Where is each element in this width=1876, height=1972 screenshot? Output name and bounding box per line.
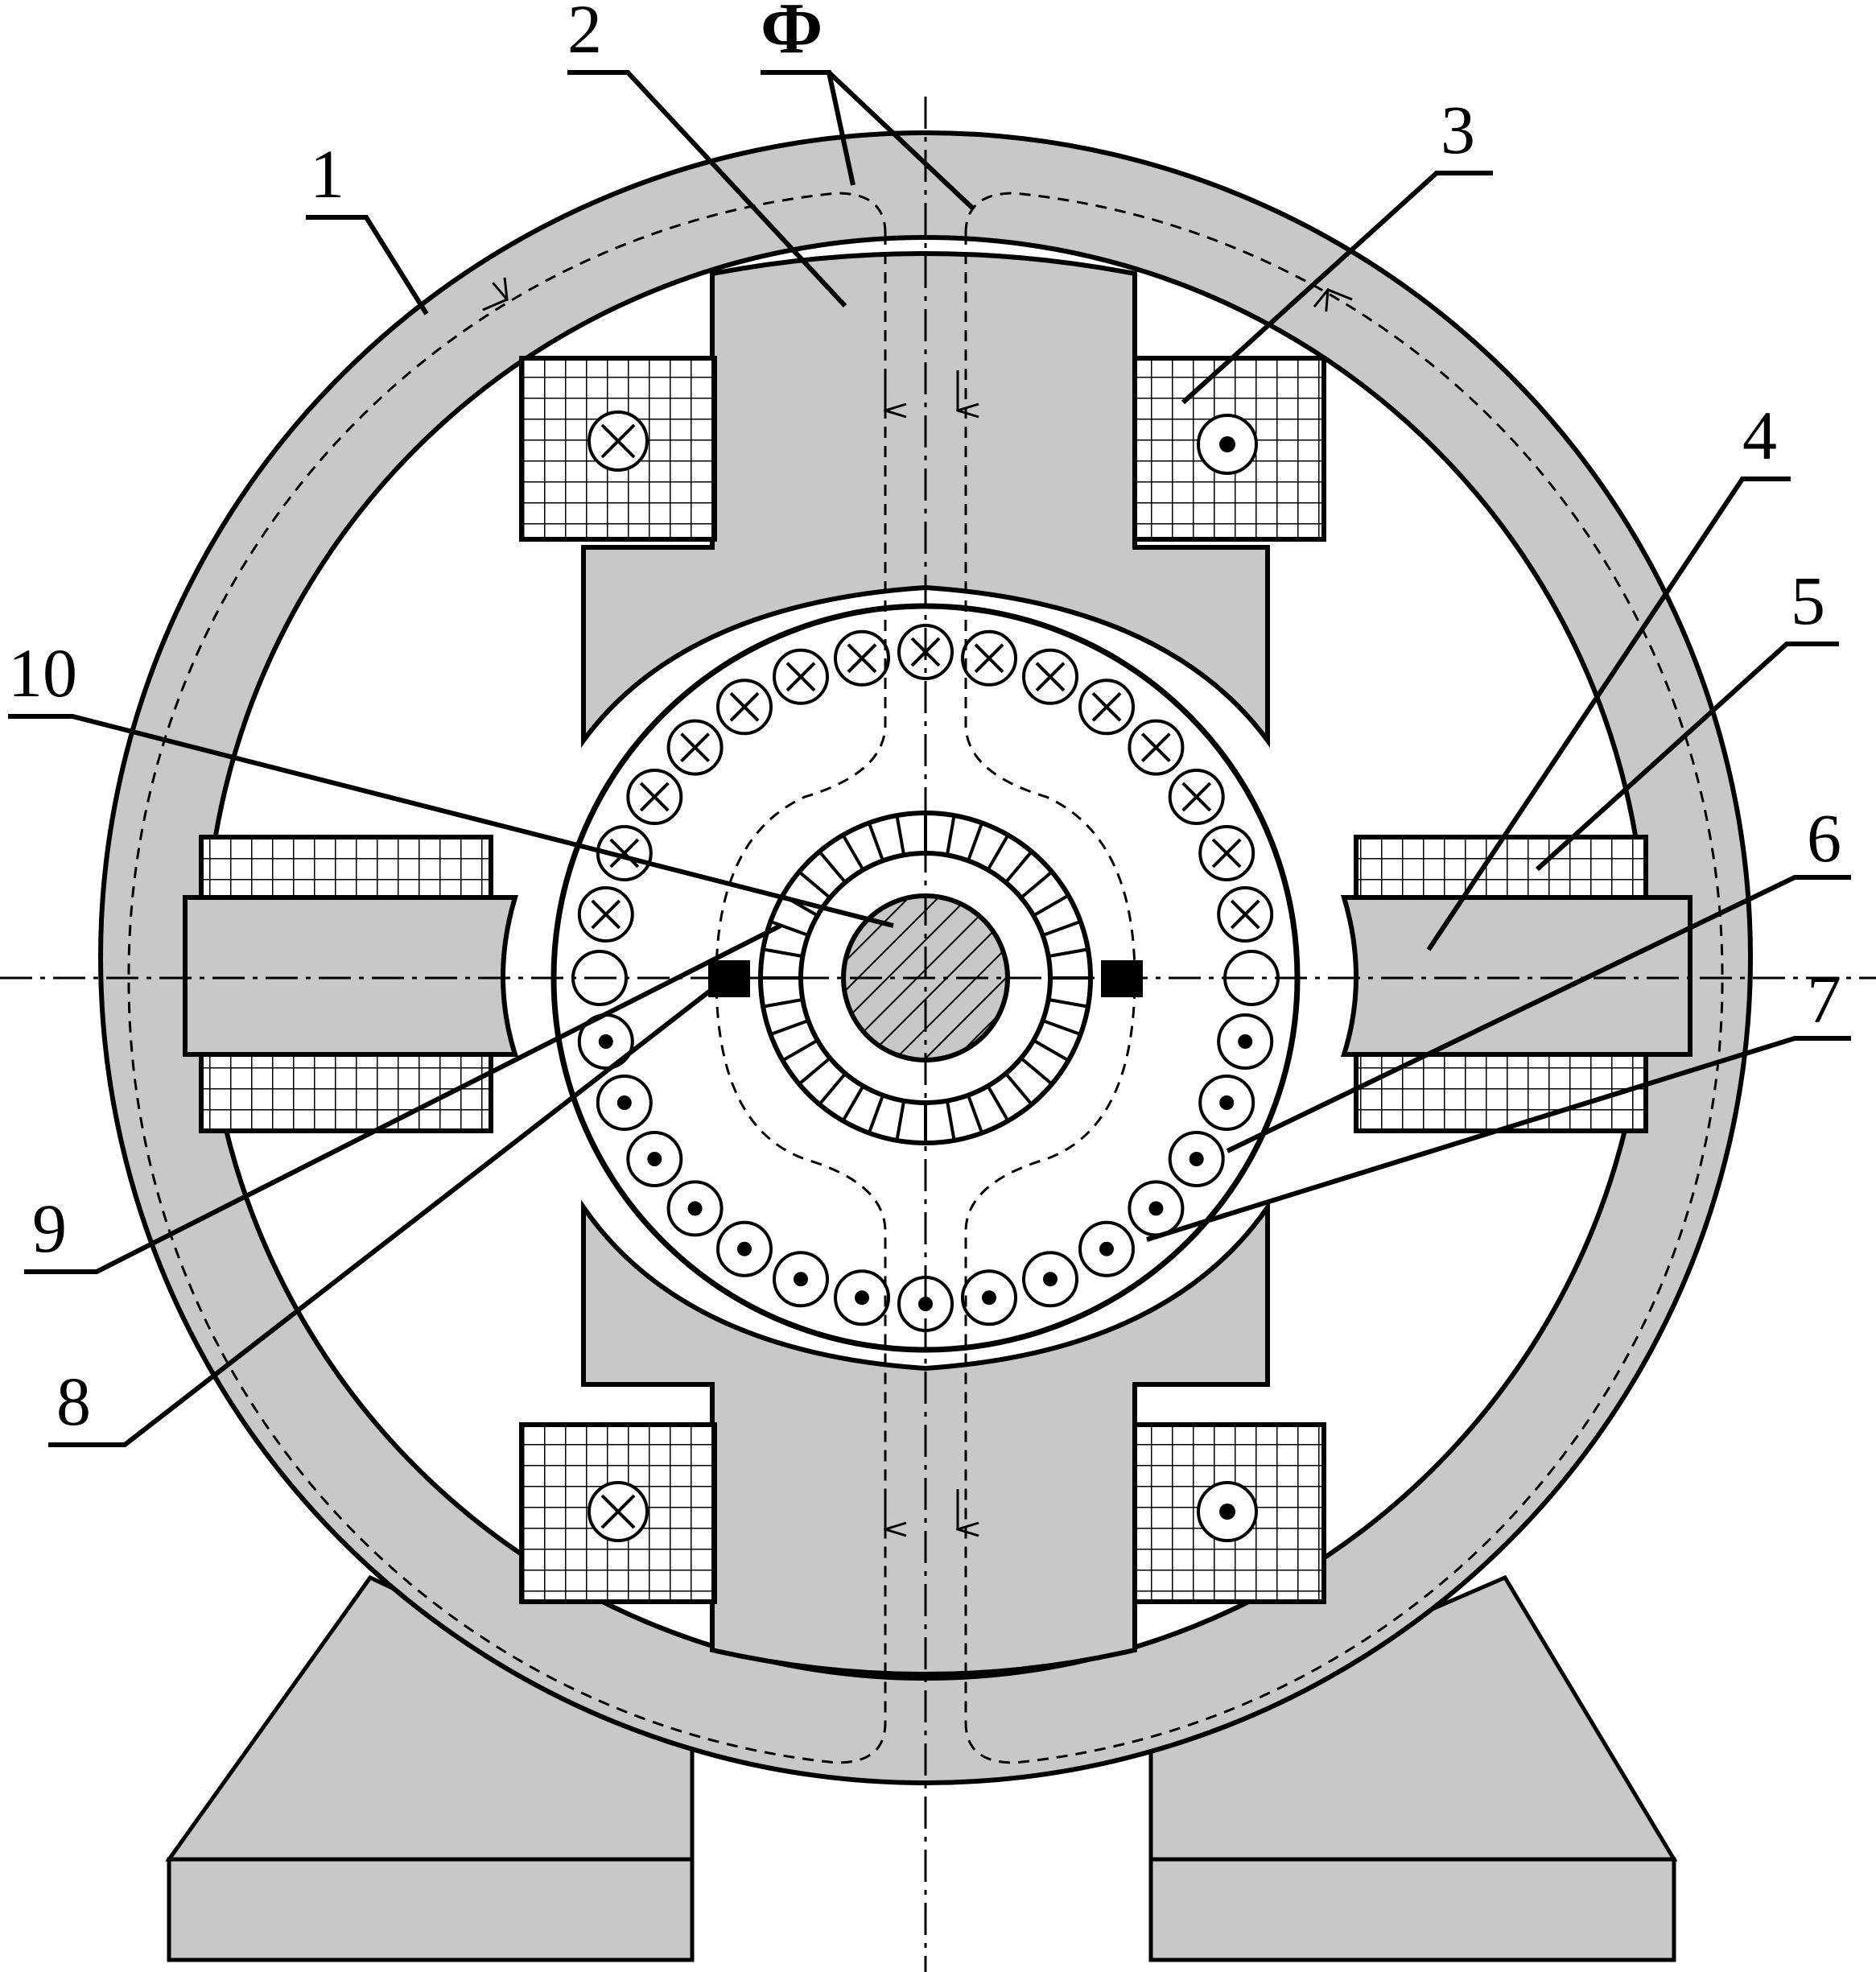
field-windings	[519, 356, 1326, 1604]
conductor-dot-mark	[982, 1290, 996, 1306]
conductor-cross-mark	[1211, 838, 1242, 868]
conductor-cross-mark	[609, 838, 640, 868]
conductor-cross-mark	[680, 732, 711, 763]
commutator-bar	[1033, 893, 1070, 918]
conductor-cross-mark	[729, 691, 760, 722]
conductor-cross-mark	[1181, 782, 1212, 812]
center-lines	[0, 97, 1876, 1972]
label-7: 7	[1807, 960, 1841, 1038]
conductor-dot-mark	[1099, 1241, 1114, 1256]
label-5: 5	[1791, 562, 1825, 639]
label-4: 4	[1742, 397, 1777, 474]
conductor-cross-mark	[847, 643, 877, 674]
commutator-bar	[895, 815, 906, 856]
commutator-bar	[762, 997, 803, 1009]
commutator-bar	[1004, 850, 1033, 884]
conductor-dot-mark	[1219, 1095, 1235, 1110]
commutator-bar	[868, 822, 884, 861]
conductor-cross-mark	[1140, 732, 1171, 763]
label-3: 3	[1441, 91, 1475, 168]
conductor-dot-mark	[1189, 1152, 1204, 1166]
commutator-bar	[945, 815, 956, 856]
commutator-bar	[841, 1085, 865, 1122]
conductor-dot-mark	[616, 1095, 632, 1110]
commutator-bar	[967, 1095, 983, 1134]
conductor-dot-mark	[687, 1201, 703, 1216]
conductor-cross-mark	[639, 782, 670, 812]
leader-lines	[8, 70, 1851, 1447]
labels: 1 2 Ф 3 4 5 6 7 10 9 8	[8, 0, 1841, 1440]
label-6: 6	[1807, 799, 1841, 877]
label-8: 8	[56, 1363, 91, 1440]
commutator-bar	[1020, 1057, 1053, 1086]
conductor-cross-mark	[1035, 662, 1066, 692]
commutator-bar	[868, 1095, 884, 1134]
commutating-poles	[183, 895, 1693, 1057]
commutator-bar	[769, 1019, 809, 1036]
commutator-bar	[781, 1038, 818, 1062]
commutator-bar	[1033, 1038, 1070, 1062]
machine-feet	[165, 1574, 1678, 1962]
commutator-bar	[798, 1057, 831, 1086]
commutator-bar	[1020, 870, 1053, 899]
conductor-dot-mark	[1238, 1034, 1253, 1049]
conductor-dot-mark	[598, 1034, 613, 1049]
conductor-dot-mark	[647, 1152, 662, 1166]
conductor-dot-mark	[855, 1290, 869, 1306]
conductor-dot-mark	[1148, 1201, 1164, 1216]
armature-conductors	[571, 624, 1280, 1332]
yoke-ring	[98, 130, 1754, 1785]
commutating-windings	[199, 835, 1648, 1133]
commutator-bar	[841, 834, 865, 871]
commutator-bar	[769, 920, 809, 937]
label-9: 9	[32, 1190, 67, 1267]
label-phi: Ф	[761, 0, 823, 68]
commutator-bar	[895, 1100, 906, 1141]
commutator-bar	[818, 850, 847, 884]
commutator-bar	[1004, 1072, 1033, 1106]
commutator-bar	[1042, 1019, 1082, 1036]
commutator-bar	[986, 1085, 1010, 1122]
commutator-bar	[945, 1100, 956, 1141]
commutator-bar	[798, 870, 831, 899]
conductor-cross-mark	[591, 899, 621, 930]
commutator-bar	[967, 822, 983, 861]
conductor-dot-mark	[737, 1241, 752, 1256]
commutator-bar	[986, 834, 1010, 871]
conductor-dot-mark	[1043, 1272, 1058, 1287]
conductor-cross-mark	[785, 662, 816, 692]
conductor-dot-mark	[794, 1272, 808, 1287]
commutator-bar	[1048, 997, 1089, 1009]
commutator-bar	[1048, 947, 1089, 959]
label-2: 2	[567, 0, 602, 68]
commutator-bar	[1042, 920, 1082, 937]
label-1: 1	[310, 135, 344, 212]
magnetic-flux-lines	[127, 192, 1724, 1764]
conductor-cross-mark	[974, 643, 1004, 674]
commutator-bar	[818, 1072, 847, 1106]
commutator-bar	[762, 947, 803, 959]
conductor-cross-mark	[1230, 899, 1260, 930]
conductor-cross-mark	[1091, 691, 1122, 722]
conductor-dot-mark	[918, 1297, 933, 1311]
label-10: 10	[8, 634, 77, 712]
